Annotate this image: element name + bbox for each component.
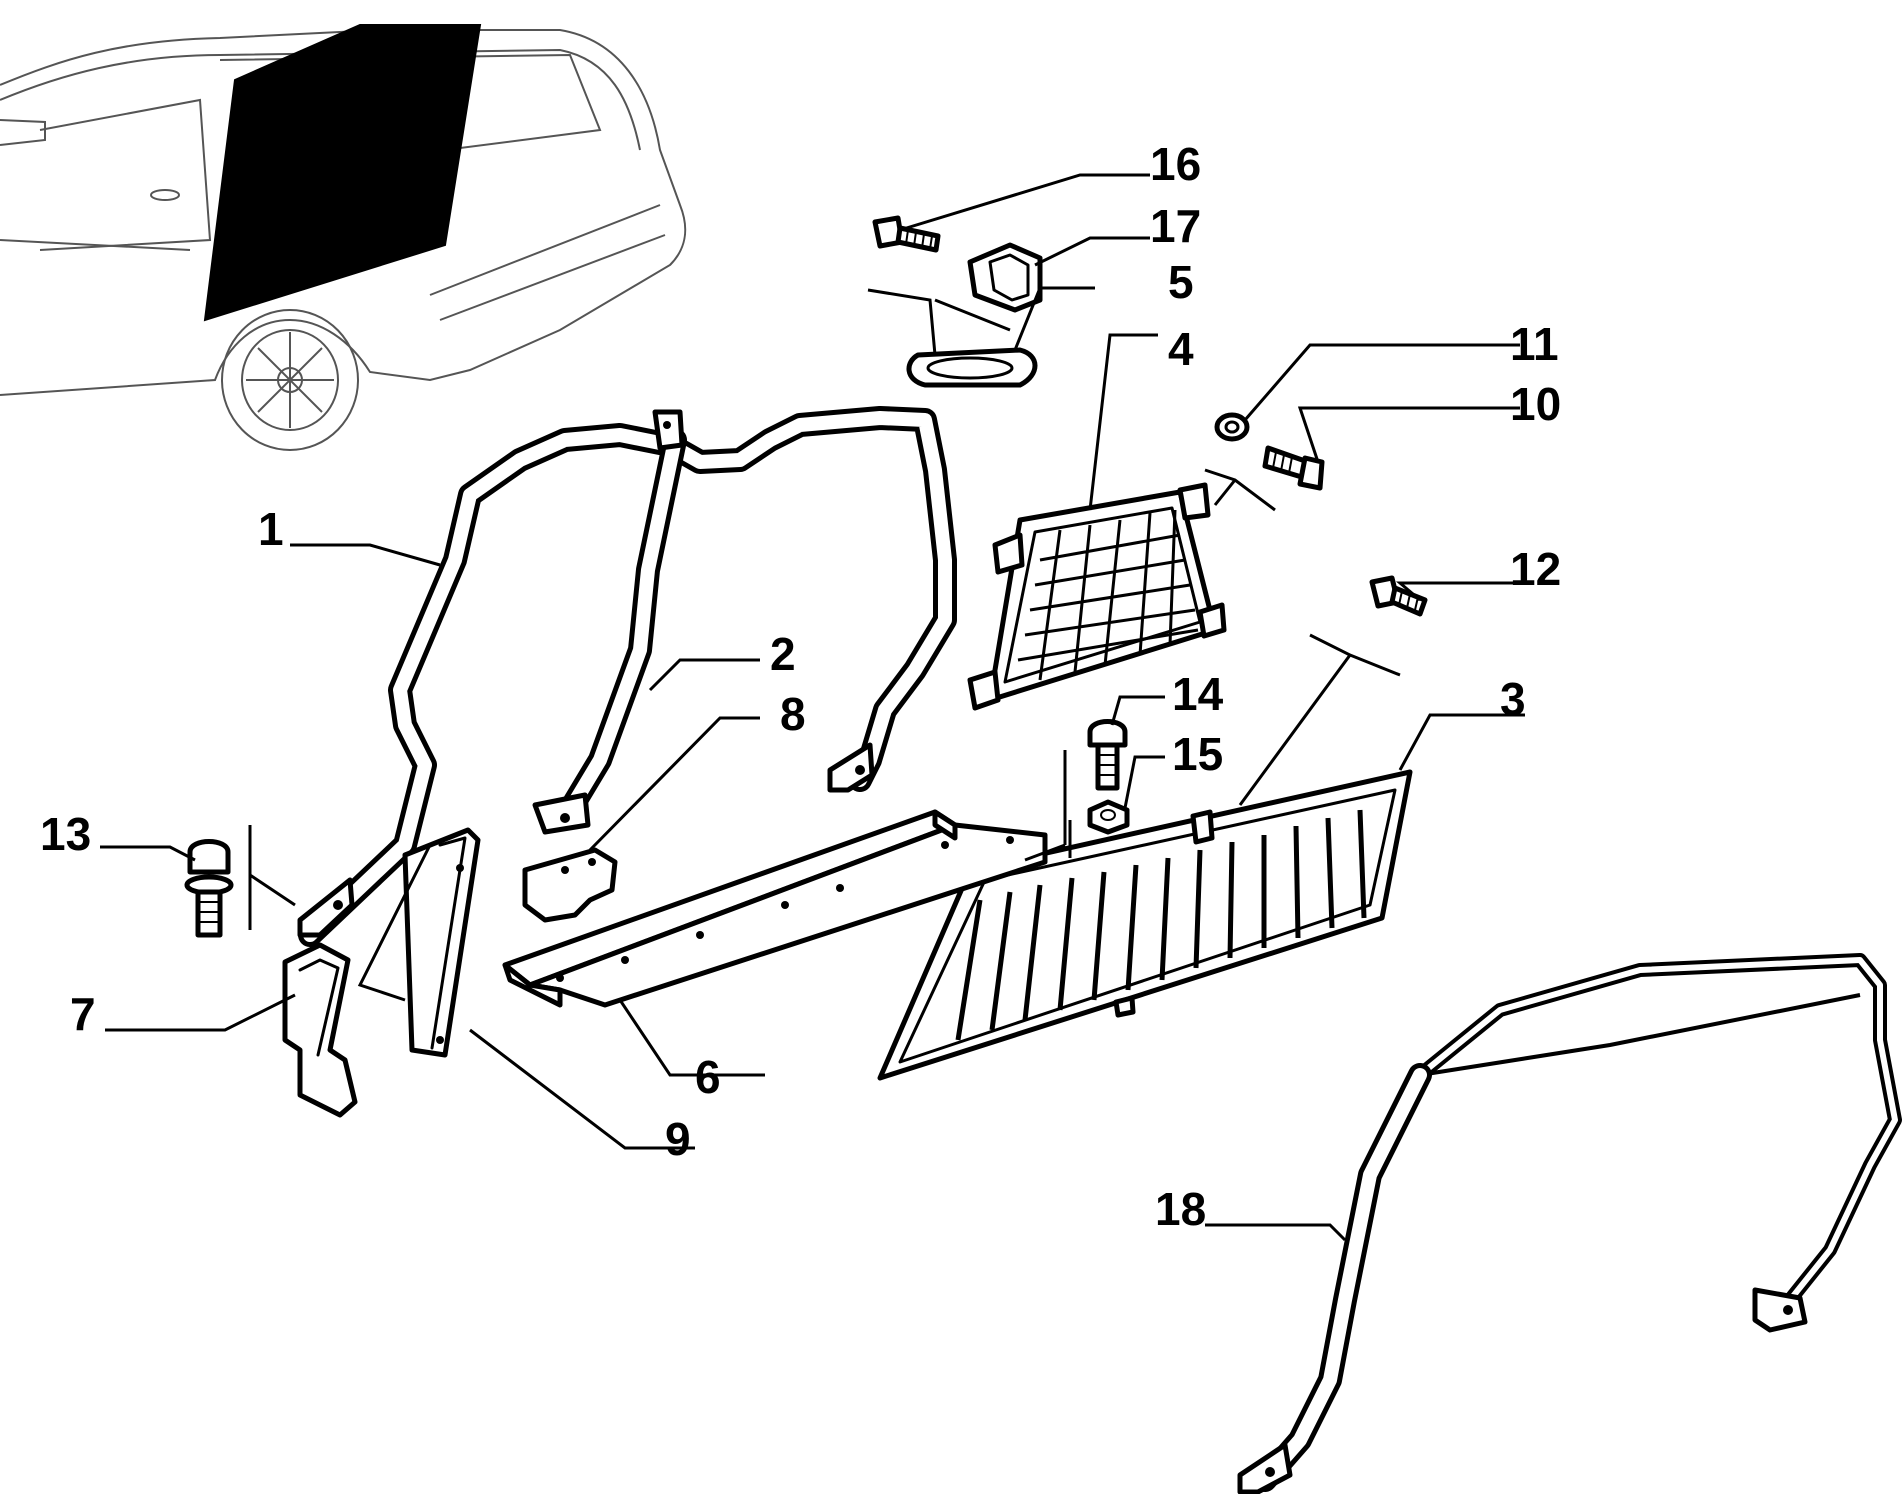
callout-2: 2 [770,628,796,680]
part-3-floor-grille [877,769,1413,1081]
part-1-roll-bar-frame [297,406,957,947]
part-8-small-bracket [522,847,618,923]
callout-5: 5 [1168,256,1194,308]
callout-15: 15 [1172,728,1223,780]
callout-13: 13 [40,808,91,860]
part-10-bolt [1262,445,1325,491]
callout-9: 9 [665,1113,691,1165]
car-reference-illustration [0,24,687,451]
callout-1: 1 [258,503,284,555]
part-2-diagonal-brace [532,409,687,835]
callout-17: 17 [1150,200,1201,252]
cargo-partition-silhouette [203,24,482,322]
callout-11: 11 [1510,318,1559,370]
part-4-mesh-panel [967,482,1227,711]
callout-8: 8 [780,688,806,740]
part-9-vertical-strut [402,827,481,1058]
callout-3: 3 [1500,673,1526,725]
callout-12: 12 [1510,543,1561,595]
part-11-washer [1214,412,1250,442]
part-16-bolt [872,215,941,253]
part-14-bolt [1087,719,1128,791]
callout-labels: 1 2 3 4 5 6 7 8 9 10 11 12 13 14 15 16 1… [40,138,1561,1235]
callout-14: 14 [1172,668,1224,720]
callout-6: 6 [695,1051,721,1103]
part-18-rear-hoop [1237,953,1902,1494]
callout-10: 10 [1510,378,1561,430]
part-5-bracket-plate [906,347,1038,388]
callout-7: 7 [70,988,96,1040]
part-13-stud-bolt [184,839,234,938]
part-7-l-bracket [282,942,358,1118]
callout-16: 16 [1150,138,1201,190]
callout-18: 18 [1155,1183,1206,1235]
leader-lines [100,173,1525,1242]
part-15-nut [1087,799,1130,835]
part-17-clip [967,242,1043,313]
callout-4: 4 [1168,323,1194,375]
part-6-floor-rail [502,809,1048,1008]
